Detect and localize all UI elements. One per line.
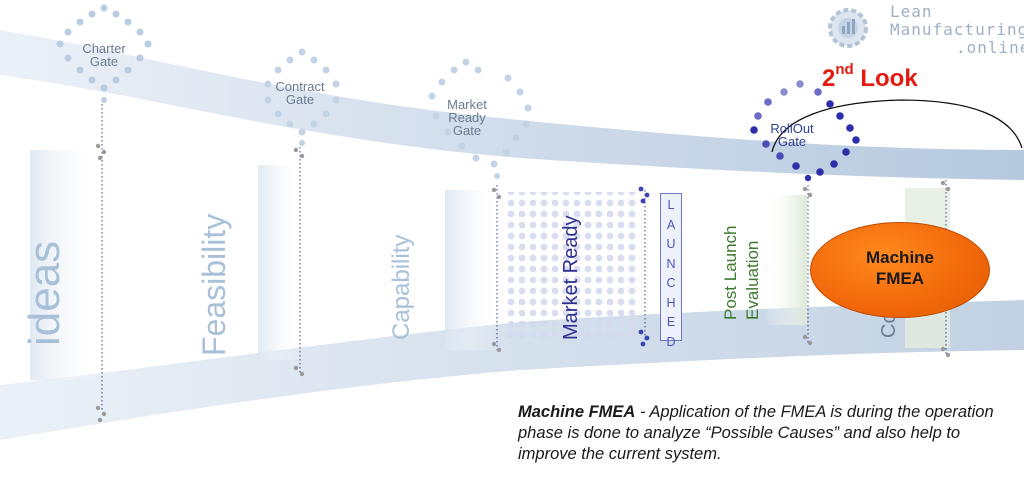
- brand-logo: Lean Manufacturing .online: [826, 0, 1024, 60]
- launched-letter: L: [661, 194, 681, 214]
- phase-capability-label: Capability: [388, 235, 416, 340]
- rollout-gate-label: RollOut Gate: [762, 122, 822, 148]
- launched-letter: D: [661, 331, 681, 351]
- caption: Machine FMEA - Application of the FMEA i…: [518, 402, 1008, 465]
- machine-fmea-oval: Machine FMEA: [810, 222, 990, 318]
- look-ordinal-suffix: nd: [835, 61, 853, 78]
- oval-line-2: FMEA: [811, 268, 989, 289]
- look-word: Look: [860, 65, 917, 92]
- phase-market-ready-label: Market Ready: [560, 216, 583, 341]
- launched-box: L A U N C H E D: [660, 193, 682, 341]
- post-launch-column: [765, 195, 807, 325]
- feasibility-column: [258, 165, 300, 360]
- machine-fmea-text: Machine FMEA: [811, 247, 989, 289]
- charter-gate-label: Charter Gate: [60, 42, 148, 68]
- second-look-title: 2nd Look: [822, 64, 918, 93]
- market-ready-gate-label: Market Ready Gate: [434, 98, 500, 137]
- look-ordinal: 2: [822, 65, 835, 92]
- caption-bold: Machine FMEA: [518, 403, 635, 421]
- launched-letter: H: [661, 292, 681, 312]
- launched-letter: E: [661, 311, 681, 331]
- phase-feasibility-label: Feasibility: [196, 214, 233, 356]
- launched-letter: A: [661, 214, 681, 234]
- launched-letter: U: [661, 233, 681, 253]
- phase-post-launch-label: Post Launch Evaluation: [720, 225, 764, 320]
- brand-line-1: Lean: [890, 2, 933, 21]
- capability-column: [445, 190, 500, 350]
- phase-ideas-label: ideas: [20, 241, 70, 346]
- launched-letter: C: [661, 272, 681, 292]
- oval-line-1: Machine: [811, 247, 989, 268]
- contract-gate-label: Contract Gate: [252, 80, 348, 106]
- brand-line-3: .online: [956, 38, 1024, 57]
- launched-letter: N: [661, 253, 681, 273]
- brand-line-2: Manufacturing: [890, 20, 1024, 39]
